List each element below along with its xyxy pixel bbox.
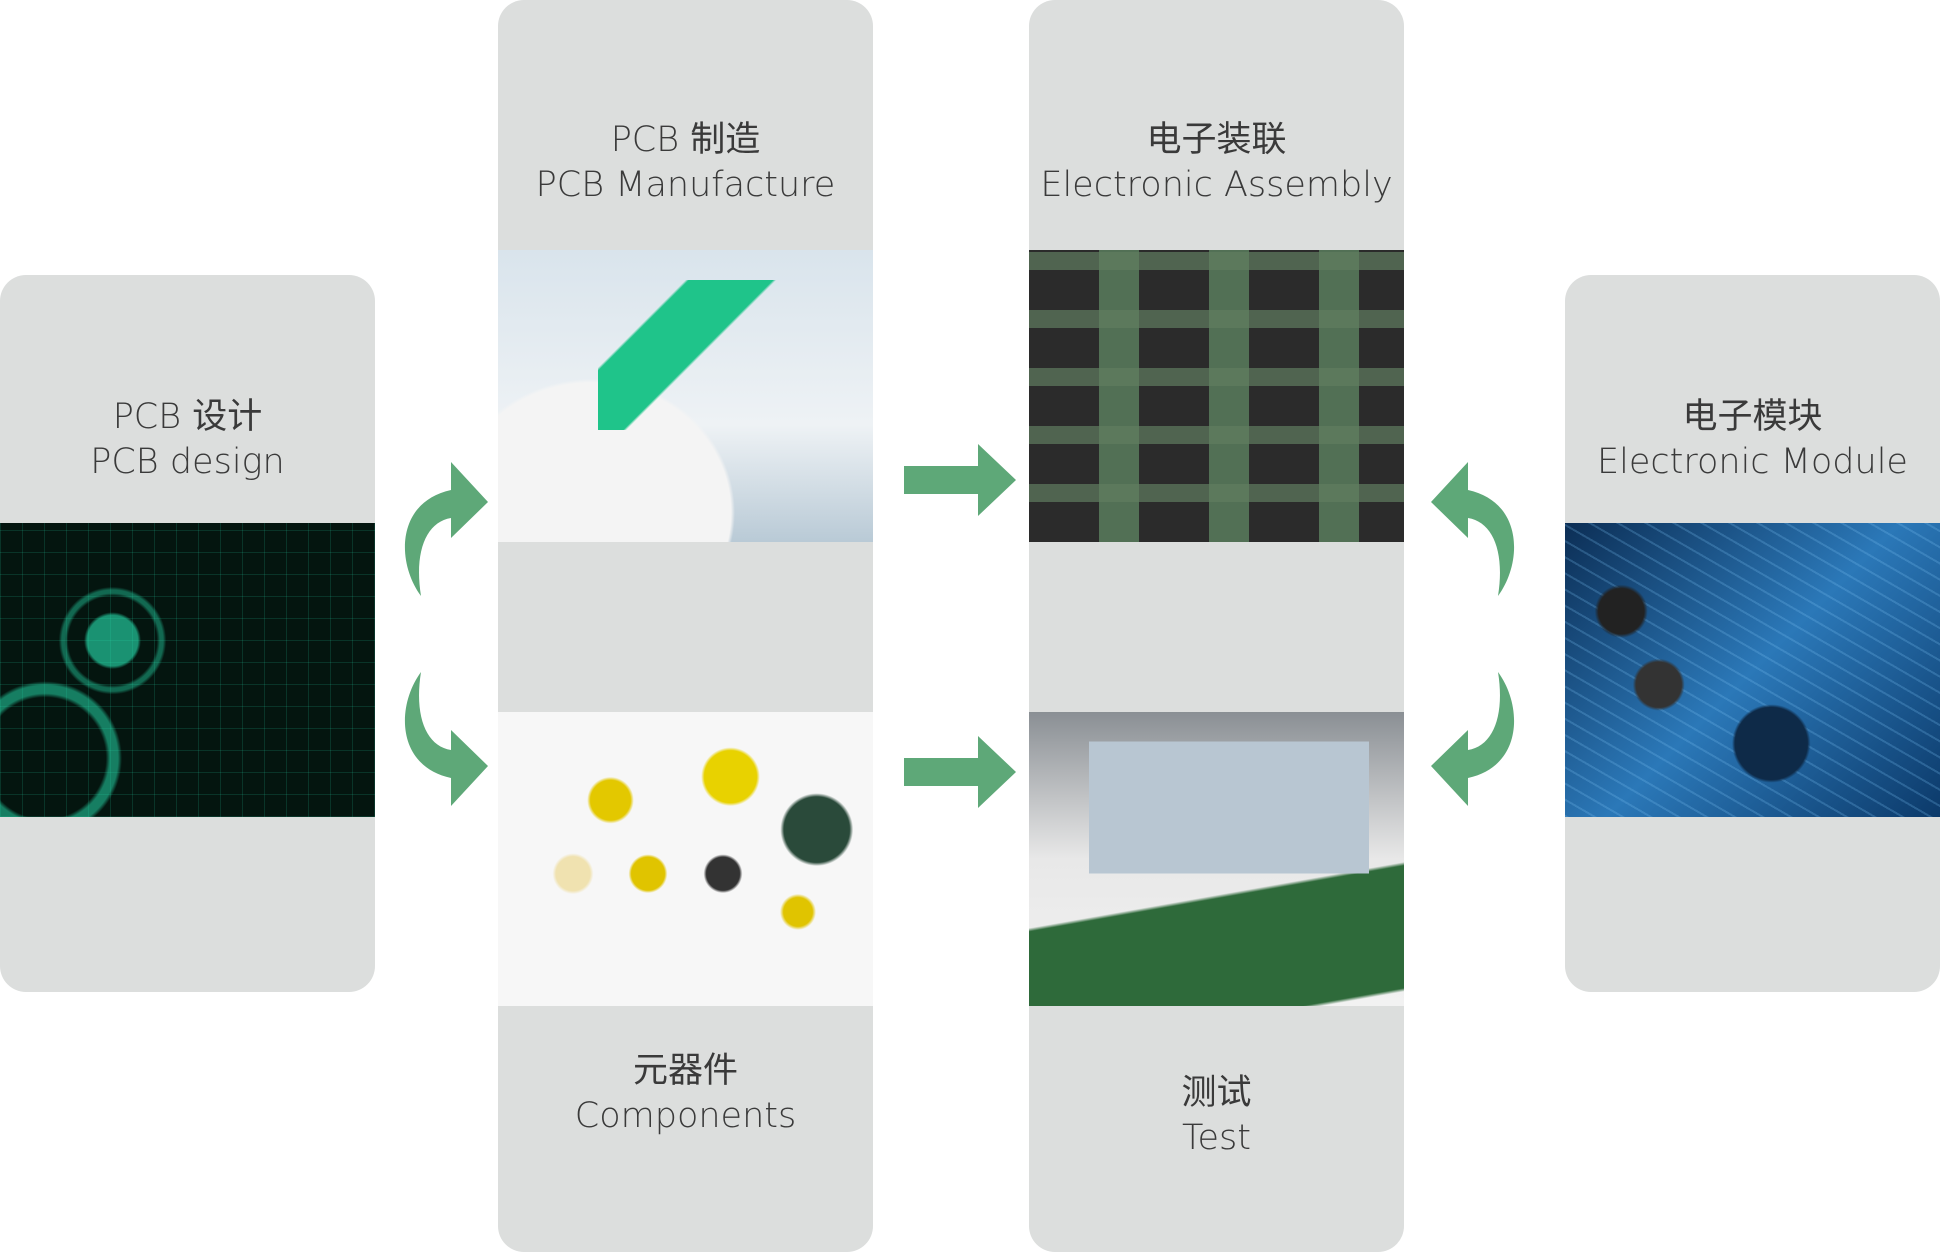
pcb-manufacture-image	[498, 250, 873, 542]
step-card-pcb-design: PCB 设计 PCB design	[0, 275, 375, 992]
step-title-assembly: 电子装联 Electronic Assembly	[1029, 118, 1404, 208]
right-arrow-icon	[904, 444, 1016, 516]
curved-arrow-icon	[1431, 672, 1515, 806]
step-title: 电子模块 Electronic Module	[1565, 395, 1940, 485]
step-card-assembly-test: 电子装联 Electronic Assembly 测试 Test	[1029, 0, 1404, 1252]
title-en: PCB Manufacture	[535, 165, 836, 205]
title-en: Components	[574, 1096, 797, 1136]
curved-arrow-icon	[404, 672, 488, 806]
step-card-electronic-module: 电子模块 Electronic Module	[1565, 275, 1940, 992]
title-en: Test	[1182, 1118, 1251, 1158]
title-zh: 测试	[1181, 1073, 1252, 1113]
electronic-module-image	[1565, 523, 1940, 817]
title-zh: PCB 制造	[610, 120, 761, 160]
step-title-components: 元器件 Components	[498, 1049, 873, 1139]
step-title: PCB 设计 PCB design	[0, 395, 375, 485]
title-en: PCB design	[90, 442, 285, 482]
pcb-design-image	[0, 523, 375, 817]
step-card-manufacture-components: PCB 制造 PCB Manufacture 元器件 Components	[498, 0, 873, 1252]
curved-arrow-icon	[404, 462, 488, 596]
step-title-test: 测试 Test	[1029, 1071, 1404, 1161]
assembly-image-overlay	[1029, 250, 1404, 542]
right-arrow-icon	[904, 736, 1016, 808]
test-image	[1029, 712, 1404, 1006]
title-en: Electronic Module	[1597, 442, 1908, 482]
components-image	[498, 712, 873, 1006]
step-title-manufacture: PCB 制造 PCB Manufacture	[498, 118, 873, 208]
title-zh: 元器件	[632, 1051, 738, 1091]
electronic-assembly-image	[1029, 250, 1404, 542]
title-zh: PCB 设计	[112, 397, 263, 437]
title-en: Electronic Assembly	[1040, 165, 1393, 205]
curved-arrow-icon	[1431, 462, 1515, 596]
title-zh: 电子模块	[1682, 397, 1823, 437]
title-zh: 电子装联	[1146, 120, 1287, 160]
